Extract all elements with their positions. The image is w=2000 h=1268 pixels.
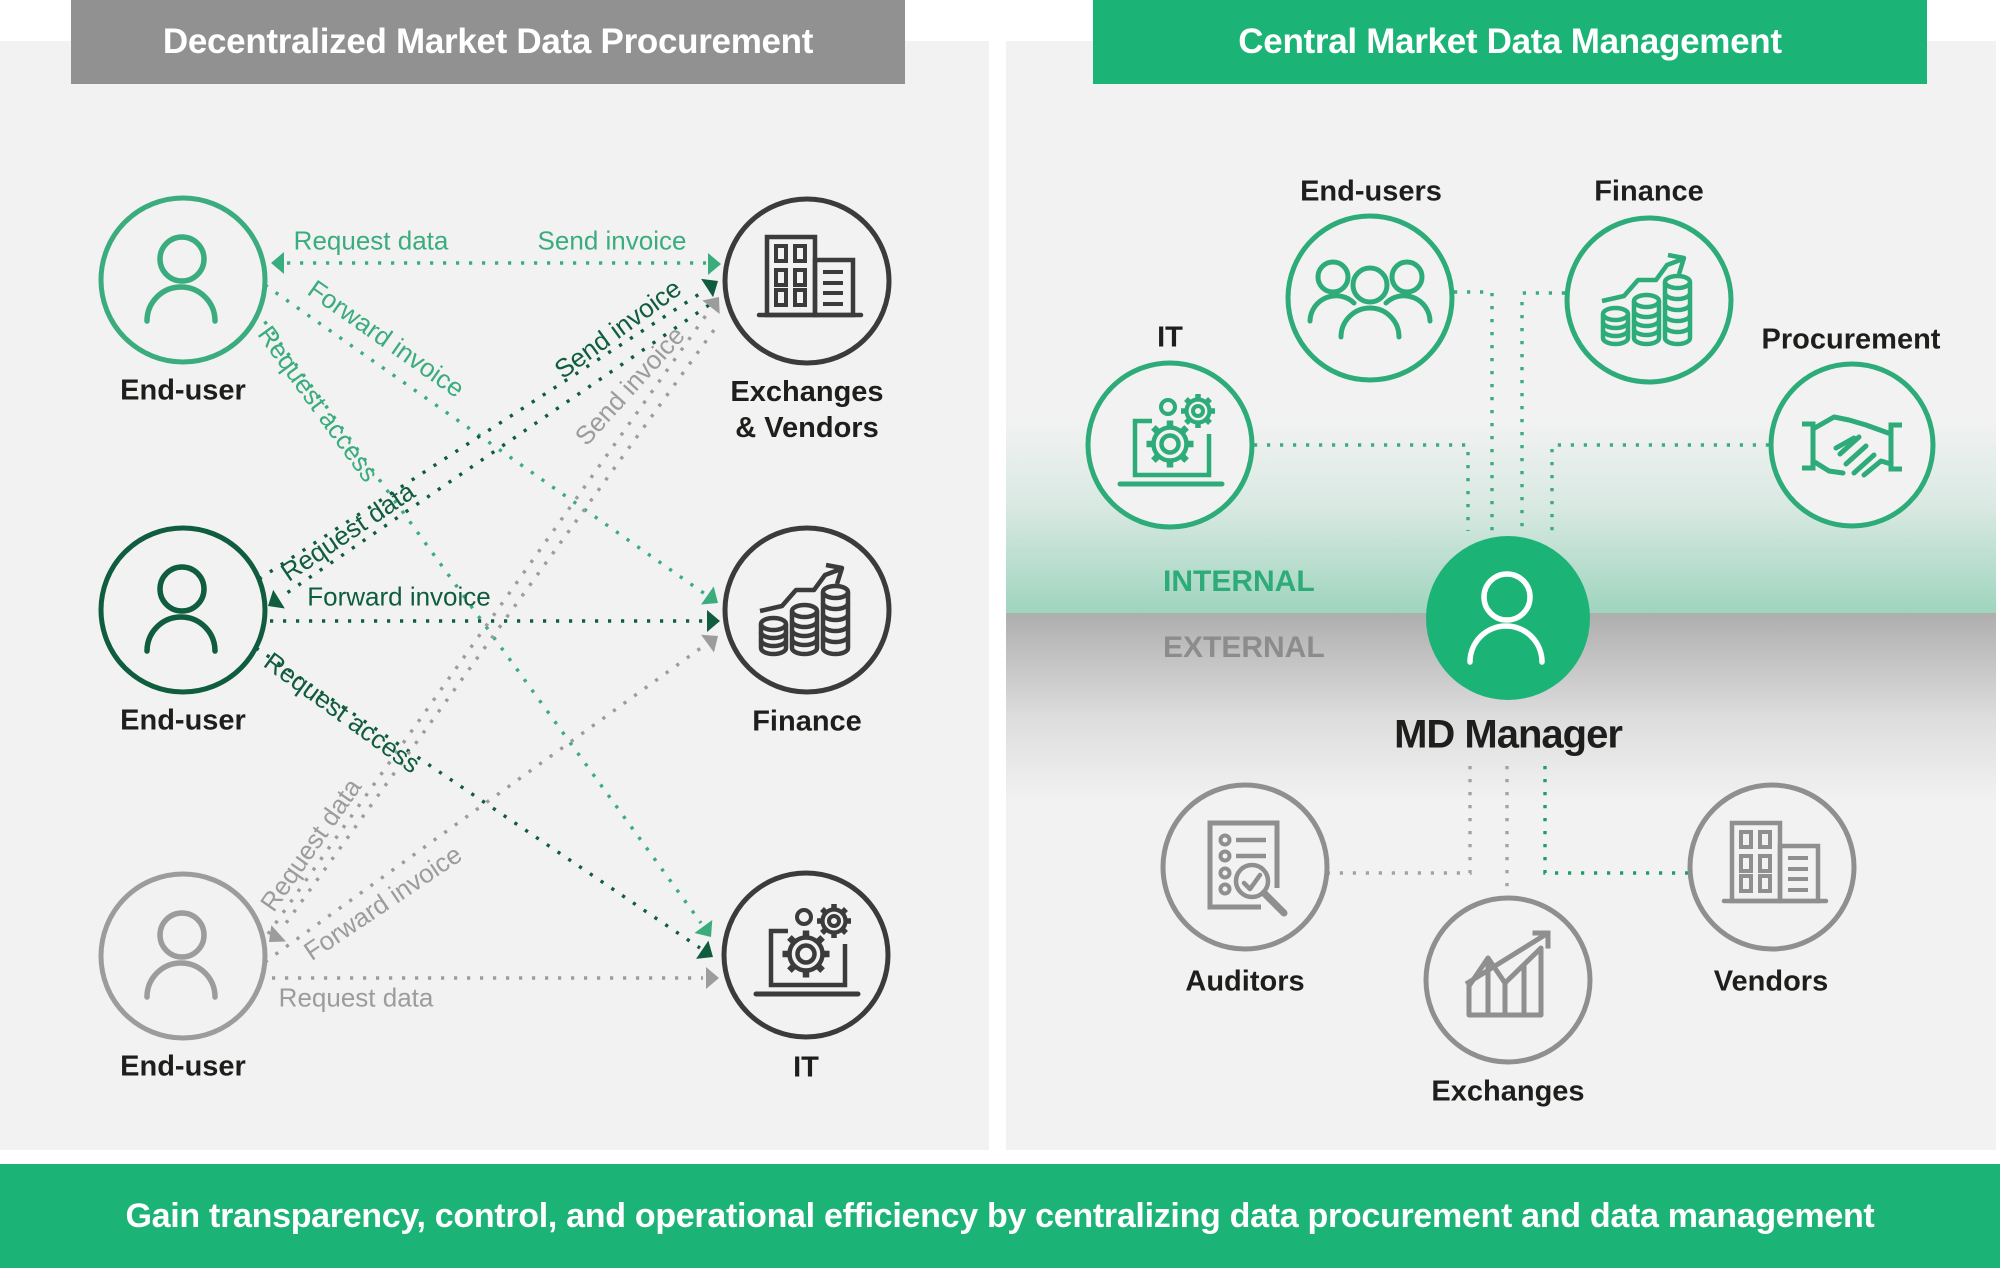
arrowhead bbox=[701, 586, 718, 605]
arrowhead bbox=[707, 610, 720, 632]
arrowhead bbox=[269, 925, 287, 942]
it-left-label: IT bbox=[793, 1051, 819, 1084]
arrowhead bbox=[701, 278, 718, 298]
end-user-2-label: End-user bbox=[120, 704, 246, 737]
node-end-users bbox=[1285, 213, 1455, 383]
md-person-icon bbox=[1467, 571, 1545, 665]
arrowhead bbox=[268, 589, 285, 609]
end-users-label: End-users bbox=[1300, 175, 1442, 208]
arrowhead bbox=[694, 920, 713, 937]
arrowhead bbox=[702, 297, 720, 315]
flow-label-send-invoice-1: Send invoice bbox=[537, 225, 687, 256]
node-finance-left bbox=[722, 525, 892, 695]
arrowhead bbox=[271, 252, 284, 274]
end-user-3-label: End-user bbox=[120, 1050, 246, 1083]
end-user-1-label: End-user bbox=[120, 374, 246, 407]
vendors-label: Vendors bbox=[1713, 965, 1829, 998]
arrowhead bbox=[706, 967, 719, 989]
finance-right-label: Finance bbox=[1594, 175, 1704, 208]
left-header: Decentralized Market Data Procurement bbox=[71, 0, 905, 84]
arrowhead bbox=[708, 253, 721, 275]
left-panel-diagram bbox=[98, 195, 892, 1041]
flow-line-eu1-it bbox=[255, 310, 703, 924]
exchanges-vendors-label: Exchanges & Vendors bbox=[730, 376, 884, 444]
flow-label-request-data-1: Request data bbox=[293, 225, 449, 256]
arrowhead bbox=[701, 634, 718, 653]
flow-label-request-data-4: Request data bbox=[278, 982, 434, 1013]
md-manager-label: MD Manager bbox=[1394, 712, 1623, 757]
procurement-label: Procurement bbox=[1761, 323, 1941, 356]
connector-md-vendors bbox=[1543, 766, 1688, 875]
right-panel-diagram bbox=[1085, 213, 1936, 1065]
arrowhead bbox=[696, 940, 713, 959]
connector-procurement-md bbox=[1550, 443, 1769, 531]
exchanges-label: Exchanges bbox=[1431, 1075, 1585, 1108]
connector-endusers-md bbox=[1454, 290, 1494, 531]
right-header: Central Market Data Management bbox=[1093, 0, 1927, 84]
node-finance-right bbox=[1564, 215, 1734, 385]
internal-zone-label: INTERNAL bbox=[1163, 565, 1315, 598]
flow-arrowheads bbox=[268, 252, 721, 989]
footer-bar: Gain transparency, control, and operatio… bbox=[0, 1164, 2000, 1268]
right-header-title: Central Market Data Management bbox=[1238, 22, 1782, 61]
connector-it-md bbox=[1254, 443, 1470, 531]
auditors-label: Auditors bbox=[1185, 965, 1305, 998]
connector-md-auditors bbox=[1329, 766, 1472, 875]
finance-left-label: Finance bbox=[752, 705, 862, 738]
connector-finance-md bbox=[1520, 291, 1565, 531]
left-header-title: Decentralized Market Data Procurement bbox=[162, 22, 814, 61]
footer-text: Gain transparency, control, and operatio… bbox=[125, 1196, 1875, 1235]
external-zone-label: EXTERNAL bbox=[1163, 631, 1325, 664]
it-right-label: IT bbox=[1157, 321, 1183, 354]
flow-label-forward-invoice-2: Forward invoice bbox=[307, 581, 491, 612]
flow-line-exchanges-eu2 bbox=[280, 303, 710, 599]
